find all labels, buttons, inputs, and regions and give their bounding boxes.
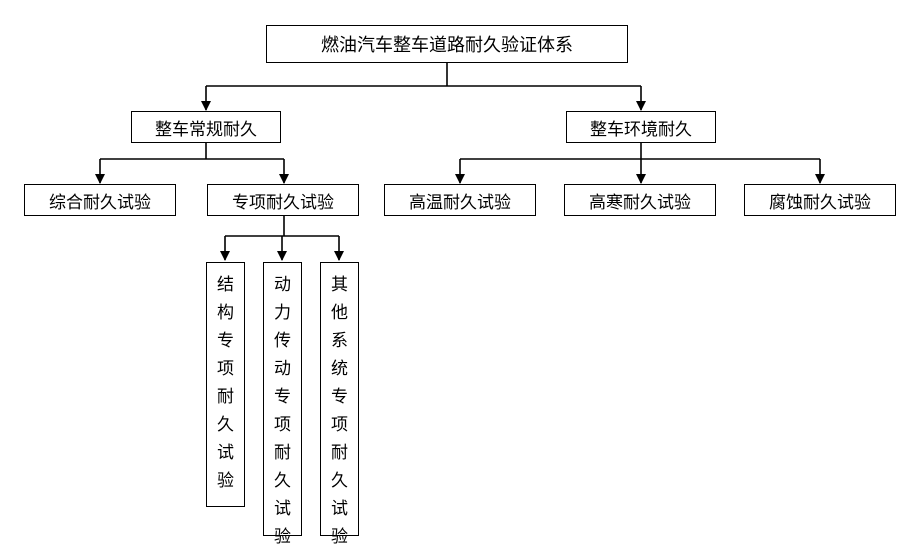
node-high-temp-test: 高温耐久试验	[384, 184, 536, 216]
vertical-char: 项	[331, 415, 348, 435]
vertical-char: 验	[331, 527, 348, 547]
node-special-test: 专项耐久试验	[207, 184, 359, 216]
vertical-char: 久	[331, 471, 348, 491]
node-corrosion-test: 腐蚀耐久试验	[744, 184, 896, 216]
vertical-char: 项	[274, 415, 291, 435]
vertical-char: 项	[217, 359, 234, 379]
vertical-char: 久	[217, 415, 234, 435]
node-regular-durability: 整车常规耐久	[131, 111, 281, 143]
vertical-char: 他	[331, 303, 348, 323]
vertical-char: 其	[331, 275, 348, 295]
vertical-char: 动	[274, 359, 291, 379]
vertical-char: 验	[274, 527, 291, 547]
vertical-char: 统	[331, 359, 348, 379]
vertical-char: 动	[274, 275, 291, 295]
node-powertrain-test: 动力传动专项耐久试验	[263, 262, 302, 547]
vertical-char: 试	[217, 443, 234, 463]
vertical-char: 专	[331, 387, 348, 407]
vertical-char: 耐	[331, 443, 348, 463]
vertical-char: 耐	[274, 443, 291, 463]
vertical-char: 试	[274, 499, 291, 519]
vertical-char: 系	[331, 331, 348, 351]
node-comprehensive-test: 综合耐久试验	[24, 184, 176, 216]
vertical-char: 构	[217, 303, 234, 323]
vertical-char: 传	[274, 331, 291, 351]
root-node: 燃油汽车整车道路耐久验证体系	[266, 25, 628, 63]
vertical-char: 耐	[217, 387, 234, 407]
vertical-char: 力	[274, 303, 291, 323]
vertical-char: 结	[217, 275, 234, 295]
node-environment-durability: 整车环境耐久	[566, 111, 716, 143]
vertical-char: 验	[217, 471, 234, 491]
node-cold-test: 高寒耐久试验	[564, 184, 716, 216]
vertical-char: 久	[274, 471, 291, 491]
vertical-char: 试	[331, 499, 348, 519]
vertical-char: 专	[217, 331, 234, 351]
node-other-systems-test: 其他系统专项耐久试验	[320, 262, 359, 547]
vertical-char: 专	[274, 387, 291, 407]
node-structure-test: 结构专项耐久试验	[206, 262, 245, 507]
